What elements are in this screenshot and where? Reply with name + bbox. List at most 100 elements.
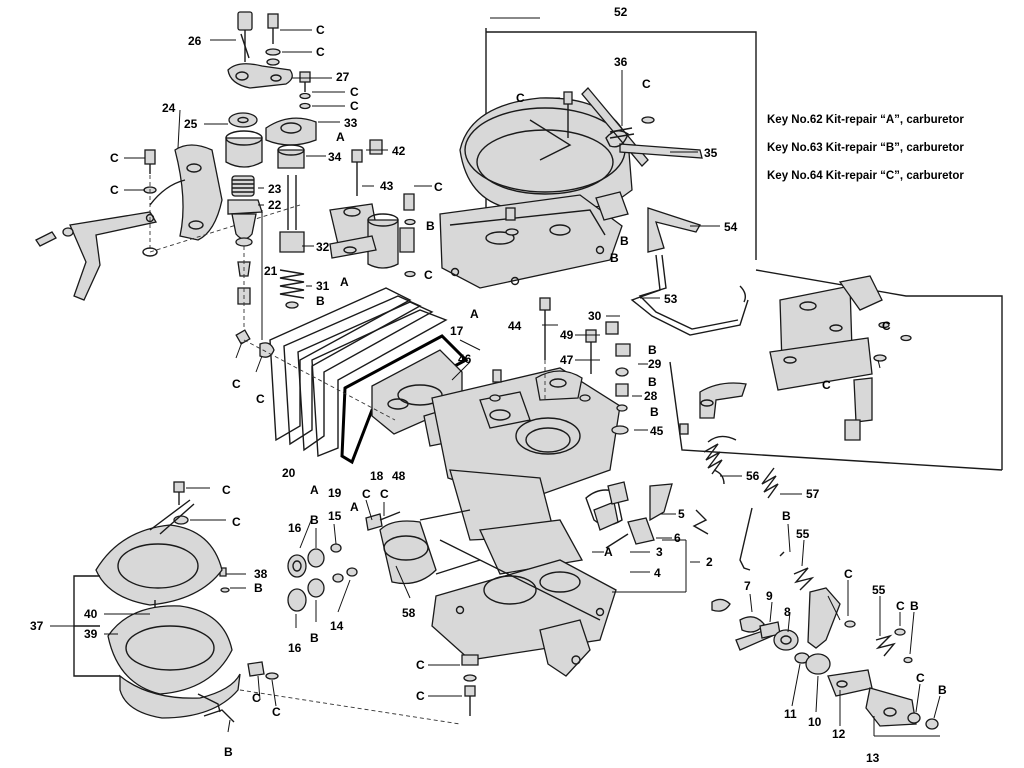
callout-30: 30 xyxy=(588,309,602,323)
callout-8: 8 xyxy=(784,605,791,619)
callout-26: 26 xyxy=(188,34,202,48)
float-chamber-gaskets-17-20 xyxy=(235,287,469,465)
callout-48: 48 xyxy=(392,469,406,483)
callout-3: 3 xyxy=(656,545,663,559)
callout-43: 43 xyxy=(380,179,394,193)
callout-5: 5 xyxy=(678,507,685,521)
letter-c: C xyxy=(416,658,425,672)
small-parts-14-16 xyxy=(219,511,401,612)
callout-21: 21 xyxy=(264,264,278,278)
callout-19: 19 xyxy=(328,486,342,500)
callout-16-bottom: 16 xyxy=(288,641,302,655)
callout-18: 18 xyxy=(370,469,384,483)
lever-left-linkage xyxy=(35,149,301,301)
callout-4: 4 xyxy=(654,566,661,580)
letter-b: B xyxy=(316,294,325,308)
callout-52: 52 xyxy=(614,5,628,19)
letter-a: A xyxy=(340,275,349,289)
letter-b: B xyxy=(648,375,657,389)
letter-c: C xyxy=(110,151,119,165)
letter-b: B xyxy=(254,581,263,595)
letter-c: C xyxy=(822,378,831,392)
key-note-64: Key No.64 Kit-repair “C”, carburetor xyxy=(767,170,964,182)
letter-a: A xyxy=(604,545,613,559)
choke-linkage-35-36-53-54 xyxy=(581,87,749,336)
callout-11: 11 xyxy=(784,707,797,721)
callout-36: 36 xyxy=(614,55,628,69)
callout-27: 27 xyxy=(336,70,350,84)
letter-c: C xyxy=(916,671,925,685)
callout-39: 39 xyxy=(84,627,98,641)
callout-55-right: 55 xyxy=(872,583,886,597)
callout-2: 2 xyxy=(706,555,713,569)
key-note-63: Key No.63 Kit-repair “B”, carburetor xyxy=(767,142,964,154)
letter-c: C xyxy=(350,85,359,99)
callout-34: 34 xyxy=(328,150,342,164)
diaphragm-assembly-37-40 xyxy=(73,481,461,725)
callout-7: 7 xyxy=(744,579,751,593)
callout-labels: 52 36 35 54 53 26 27 24 25 33 34 23 22 2… xyxy=(30,5,947,765)
letter-c: C xyxy=(272,705,281,719)
letter-b: B xyxy=(910,599,919,613)
letter-c: C xyxy=(416,689,425,703)
letter-b: B xyxy=(310,513,319,527)
key-note-62: Key No.62 Kit-repair “A”, carburetor xyxy=(767,114,964,126)
accelerator-pump-21-31 xyxy=(279,175,305,309)
bracket-detail xyxy=(669,269,1003,471)
callout-40: 40 xyxy=(84,607,98,621)
callout-14: 14 xyxy=(330,619,344,633)
letter-c: C xyxy=(222,483,231,497)
callout-55-top: 55 xyxy=(796,527,810,541)
springs-and-linkage xyxy=(692,435,939,730)
letter-c: C xyxy=(516,91,525,105)
callout-32: 32 xyxy=(316,240,330,254)
letter-c: C xyxy=(110,183,119,197)
letter-b: B xyxy=(426,219,435,233)
callout-25: 25 xyxy=(184,117,198,131)
vacuum-parts-32-43 xyxy=(329,139,416,278)
callout-53: 53 xyxy=(664,292,678,306)
callout-42: 42 xyxy=(392,144,406,158)
letter-c: C xyxy=(232,377,241,391)
letter-b: B xyxy=(938,683,947,697)
callout-23: 23 xyxy=(268,182,282,196)
callout-33: 33 xyxy=(344,116,358,130)
callout-28: 28 xyxy=(644,389,658,403)
letter-b: B xyxy=(648,343,657,357)
throttle-body-base xyxy=(379,481,673,716)
letter-c: C xyxy=(256,392,265,406)
callout-58: 58 xyxy=(402,606,416,620)
letter-a: A xyxy=(470,307,479,321)
main-body xyxy=(431,297,631,575)
callout-15: 15 xyxy=(328,509,342,523)
letter-c: C xyxy=(380,487,389,501)
letter-b: B xyxy=(620,234,629,248)
bolt-26-group xyxy=(227,11,293,89)
letter-b: B xyxy=(310,631,319,645)
letter-c: C xyxy=(896,599,905,613)
letter-c: C xyxy=(350,99,359,113)
washer-25-fuel-inlet-24 xyxy=(149,112,263,241)
callout-29: 29 xyxy=(648,357,662,371)
callout-12: 12 xyxy=(832,727,846,741)
bolts-27-33 xyxy=(265,71,317,169)
letter-c: C xyxy=(362,487,371,501)
callout-9: 9 xyxy=(766,589,773,603)
callout-57: 57 xyxy=(806,487,820,501)
callout-56: 56 xyxy=(746,469,760,483)
needle-valve-22-23 xyxy=(227,175,263,340)
letter-a: A xyxy=(310,483,319,497)
callout-49: 49 xyxy=(560,328,574,342)
letter-c: C xyxy=(844,567,853,581)
callout-35: 35 xyxy=(704,146,718,160)
letter-a: A xyxy=(336,130,345,144)
letter-b: B xyxy=(782,509,791,523)
callout-17: 17 xyxy=(450,324,464,338)
letter-c: C xyxy=(316,23,325,37)
callout-20: 20 xyxy=(282,466,296,480)
callout-37: 37 xyxy=(30,619,44,633)
letter-c: C xyxy=(424,268,433,282)
callout-24: 24 xyxy=(162,101,176,115)
letter-c: C xyxy=(434,180,443,194)
